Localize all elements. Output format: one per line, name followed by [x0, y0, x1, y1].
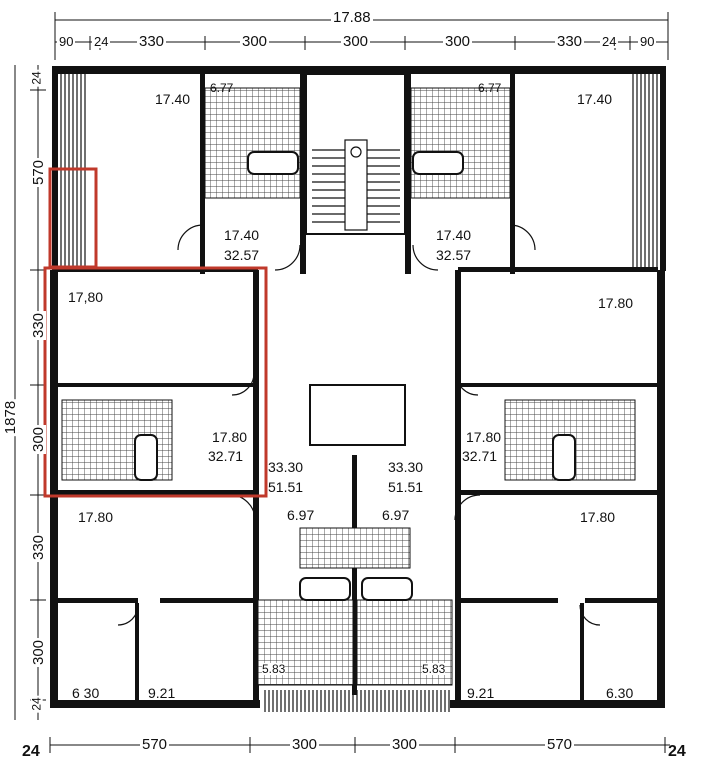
dim-left-bottom: 24: [29, 695, 44, 713]
dim-top-small-right: 24: [600, 34, 619, 49]
area-tr-apt: 17.40: [436, 227, 472, 243]
area-br-small: 6.30: [606, 685, 634, 701]
area-tl-room: 17.40: [155, 91, 191, 107]
dim-top-seg-5: 330: [555, 33, 585, 50]
dim-top-seg-3: 300: [341, 33, 371, 50]
area-cr-bath: 5.83: [422, 662, 446, 676]
area-ml-room: 17,80: [68, 289, 104, 305]
dim-left-overall: 1878: [2, 398, 20, 437]
area-cl-apt: 33.30: [268, 459, 304, 475]
area-mr-apt-total: 32.71: [462, 448, 498, 464]
area-tl-bath: 6.77: [210, 81, 234, 95]
area-ml-apt-total: 32.71: [208, 448, 244, 464]
highlight-frames: [43, 167, 268, 498]
dim-left-top: 24: [29, 69, 44, 87]
dim-top-seg-2: 300: [240, 33, 270, 50]
dim-top-edge-right: 90: [638, 34, 657, 49]
area-tr-bath: 6.77: [478, 81, 502, 95]
area-cl-bath: 5.83: [262, 662, 286, 676]
area-tr-room: 17.40: [577, 91, 613, 107]
dim-bottom-seg-2: 300: [290, 736, 320, 753]
dim-top-seg-4: 300: [443, 33, 473, 50]
dim-bottom-seg-4: 570: [545, 736, 575, 753]
area-tr-apt-total: 32.57: [436, 247, 472, 263]
dim-overall-width: 17.88: [331, 9, 373, 26]
area-mr-room: 17.80: [598, 295, 634, 311]
dim-bottom-left-edge: 24: [22, 743, 40, 760]
area-cr-apt: 33.30: [388, 459, 424, 475]
area-ml-apt: 17.80: [212, 429, 248, 445]
area-cl-apt-total: 51.51: [268, 479, 304, 495]
dim-left-seg-3: 300: [30, 424, 48, 455]
area-tl-apt-total: 32.57: [224, 247, 260, 263]
dim-left-seg-1: 570: [30, 157, 48, 188]
area-bl-kitchen: 9.21: [148, 685, 176, 701]
dim-left-seg-2: 330: [30, 310, 48, 341]
dim-bottom-right-edge: 24: [668, 743, 686, 760]
dim-bottom-seg-3: 300: [390, 736, 420, 753]
area-cr-hall: 6.97: [382, 507, 410, 523]
building-walls: [50, 66, 666, 712]
area-bl-small: 6 30: [72, 685, 100, 701]
dim-left-seg-4: 330: [30, 532, 48, 563]
dim-top-edge-left: 90: [57, 34, 76, 49]
dim-top-seg-1: 330: [137, 33, 167, 50]
area-cr-apt-total: 51.51: [388, 479, 424, 495]
area-mr-apt: 17.80: [466, 429, 502, 445]
area-bl-room: 17.80: [78, 509, 114, 525]
area-tl-apt: 17.40: [224, 227, 260, 243]
area-br-kitchen: 9.21: [467, 685, 495, 701]
dim-bottom-seg-1: 570: [140, 736, 170, 753]
dim-left-seg-5: 300: [30, 637, 48, 668]
area-br-room: 17.80: [580, 509, 616, 525]
area-cl-hall: 6.97: [287, 507, 315, 523]
dim-top-small-left: 24: [92, 34, 111, 49]
staircase: [312, 139, 400, 231]
